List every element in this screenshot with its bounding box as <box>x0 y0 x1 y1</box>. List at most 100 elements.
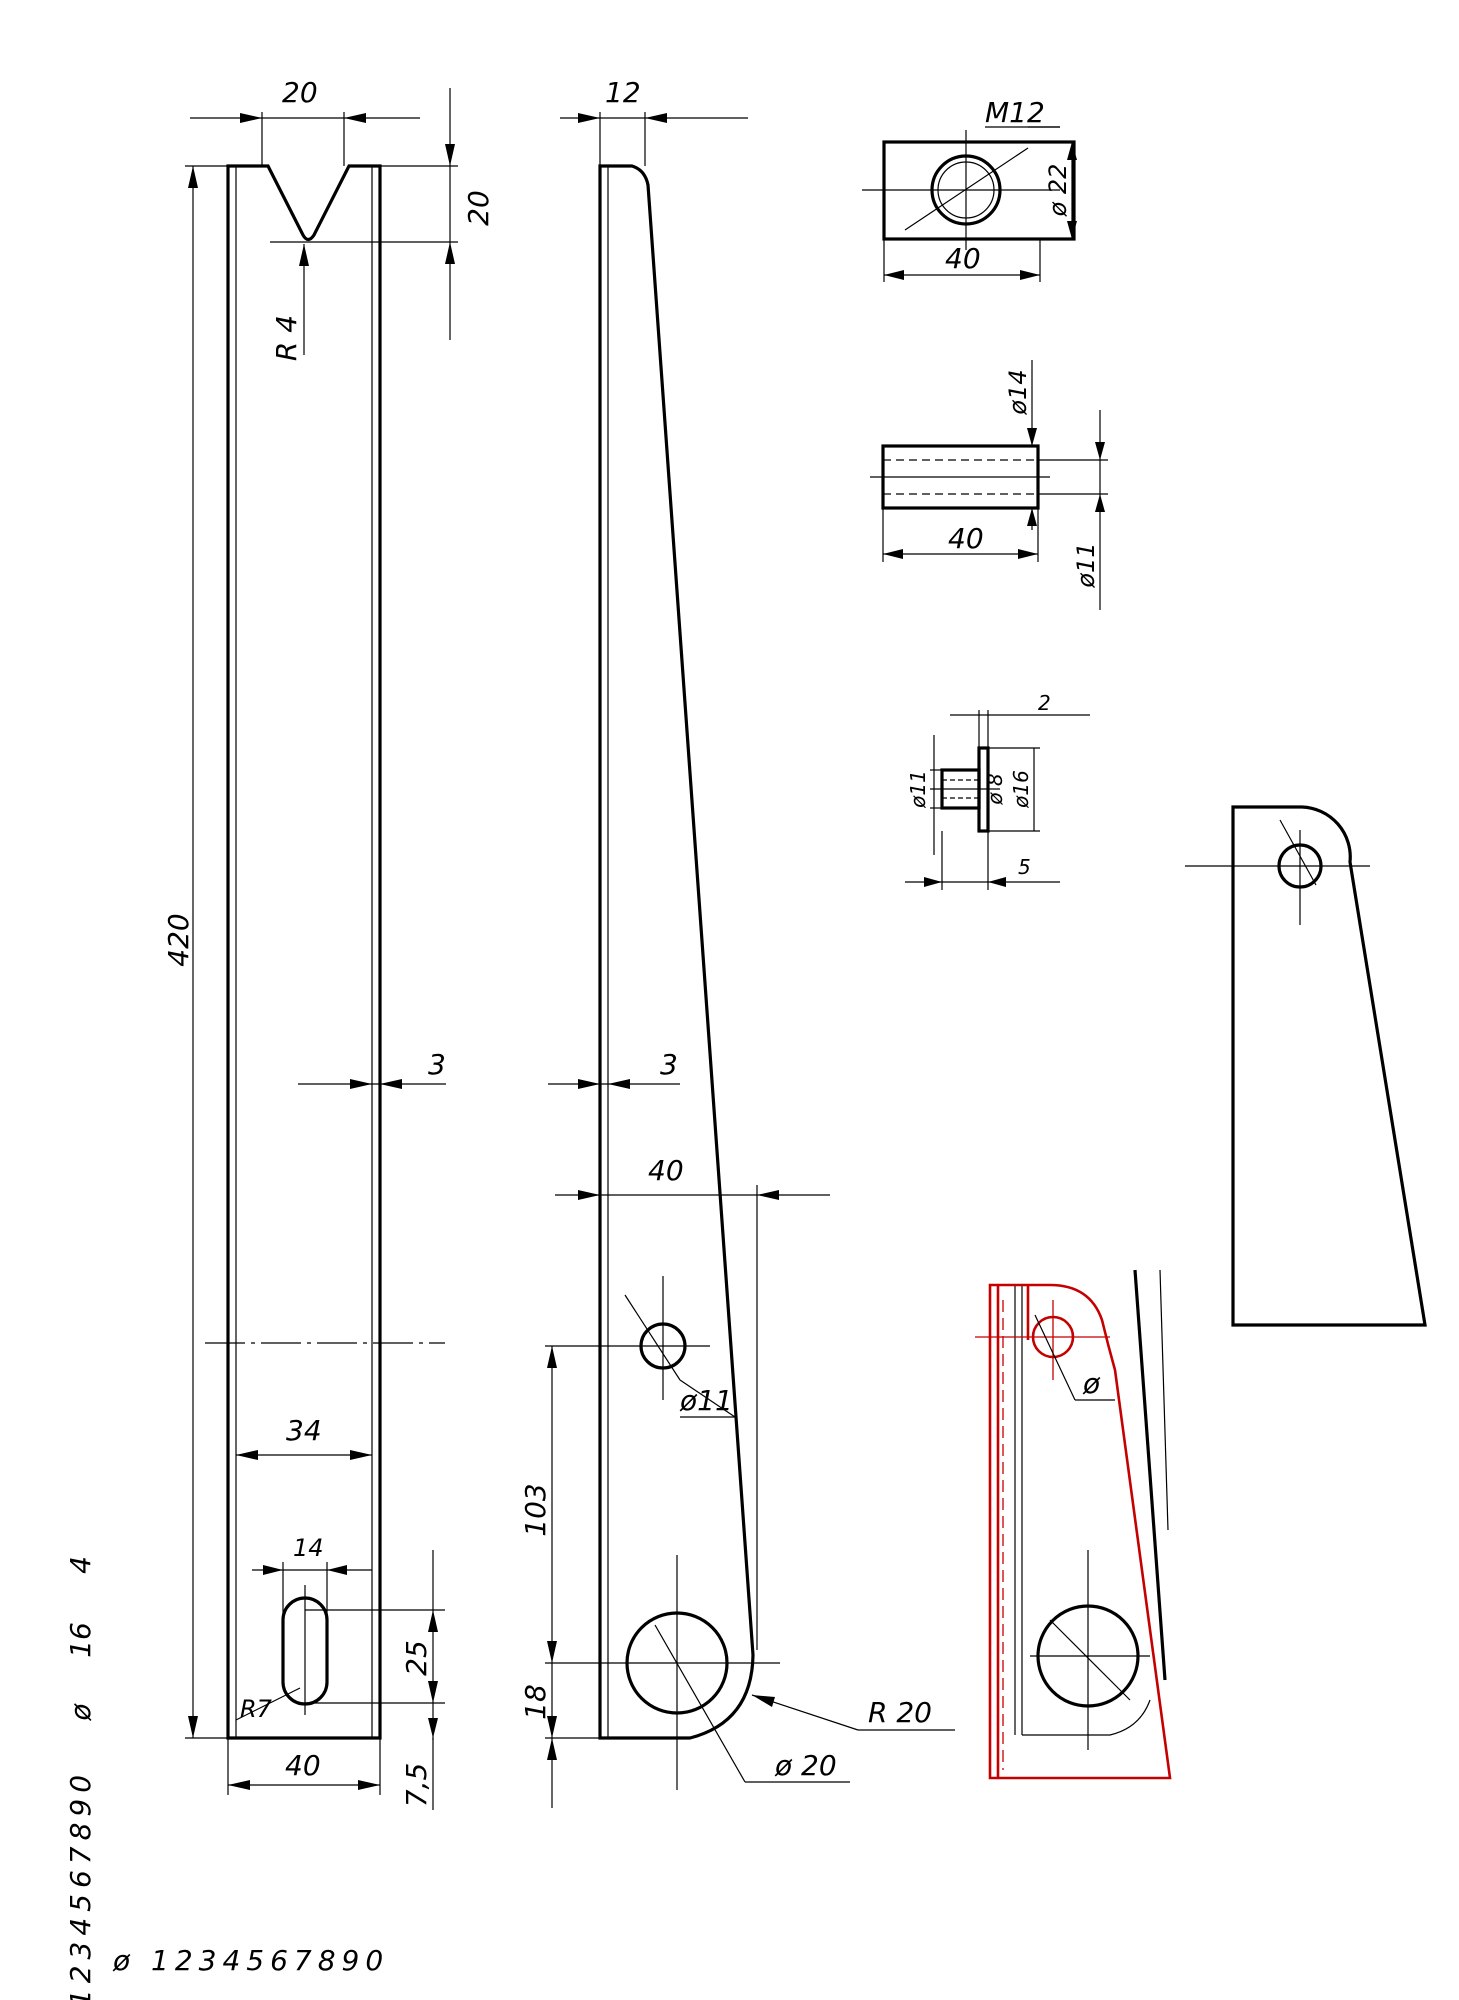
dim-washer-shaft-diameter: ø11 <box>906 770 930 809</box>
dim-front-notch-depth: 20 <box>462 190 495 226</box>
arrow <box>578 1079 600 1089</box>
dim-front-bottom-width: 40 <box>285 1749 321 1782</box>
font-samples: 4 16 ø 1234567890 ø 1234567890 <box>64 1556 389 2000</box>
partial-sketch <box>1014 1269 1169 1750</box>
dim-front-inner-width: 34 <box>286 1414 322 1447</box>
arrow <box>228 1780 250 1790</box>
dim-washer-bore-diameter: ø 8 <box>983 773 1007 805</box>
arrow <box>240 113 262 123</box>
font-sample-horizontal-digits: ø 1234567890 <box>112 1944 389 1977</box>
red-sketch-outline <box>988 1283 1172 1780</box>
leader-line <box>904 147 1029 231</box>
red-sketch: ø <box>975 1283 1172 1780</box>
arrow <box>752 1695 775 1707</box>
dim-washer-flange-diameter: ø16 <box>1009 770 1033 809</box>
arrow <box>350 1079 372 1089</box>
dim-front-slot-radius: R7 <box>240 1695 273 1723</box>
dim-side-top-width: 12 <box>605 76 641 109</box>
leader-line <box>1034 1314 1076 1401</box>
arrow <box>380 1079 402 1089</box>
washer-detail: 2 ø11 ø 8 ø16 5 <box>905 691 1090 890</box>
arrow <box>1020 270 1040 280</box>
arrow <box>428 1718 438 1738</box>
front-view: 20 20 R 4 420 3 34 14 <box>162 76 495 1810</box>
red-sketch-label: ø <box>1082 1367 1101 1400</box>
dim-nut-length: 40 <box>945 242 981 275</box>
arrow <box>578 1190 600 1200</box>
arrow <box>428 1681 438 1703</box>
dim-nut-outer-diameter: ø 22 <box>1044 164 1072 218</box>
dim-side-end-radius: R 20 <box>868 1696 932 1729</box>
dim-side-wall: 3 <box>660 1048 678 1081</box>
plate-outline <box>1231 805 1427 1327</box>
plate-sketch <box>1185 805 1427 1327</box>
dim-front-wall: 3 <box>428 1048 446 1081</box>
sketch-line <box>1133 1269 1167 1681</box>
leader-line <box>1279 819 1317 886</box>
front-view-outline <box>226 164 382 1740</box>
dim-tube-inner-diameter: ø11 <box>1072 542 1100 588</box>
font-sample-vertical-1: 4 <box>64 1556 97 1574</box>
dim-tube-outer-diameter: ø14 <box>1004 369 1032 415</box>
sketch-line <box>1022 1699 1151 1736</box>
font-sample-vertical-digits: 1234567890 <box>64 1769 97 2000</box>
arrow <box>236 1450 258 1460</box>
arrow <box>547 1641 557 1663</box>
dim-side-bore-diameter: ø 20 <box>774 1749 837 1782</box>
leader-line <box>624 1294 681 1381</box>
dim-front-slot-length: 25 <box>400 1640 433 1676</box>
arrow <box>188 1716 198 1738</box>
arrow <box>428 1610 438 1632</box>
dim-front-notch-radius: R 4 <box>270 315 303 361</box>
arrow <box>757 1190 779 1200</box>
tube-detail: ø14 ø11 40 <box>870 360 1108 610</box>
dim-washer-total-length: 5 <box>1018 855 1031 879</box>
side-view-outline <box>598 164 755 1740</box>
sketch-line <box>1159 1269 1169 1531</box>
dim-tube-length: 40 <box>948 522 984 555</box>
leader-line <box>679 1379 736 1418</box>
arrow <box>188 166 198 188</box>
font-sample-vertical-3: ø <box>64 1703 97 1722</box>
dim-side-hole-distance: 103 <box>519 1483 552 1536</box>
leader-line <box>235 1687 301 1721</box>
arrow <box>547 1346 557 1368</box>
arrow <box>578 113 600 123</box>
arrow <box>1067 221 1077 239</box>
side-view: 12 3 40 ø11 103 18 R 20 <box>519 76 955 1808</box>
arrow <box>1067 142 1077 160</box>
arrow <box>547 1738 557 1760</box>
arrow <box>344 113 366 123</box>
arrow <box>1095 442 1105 460</box>
arrow <box>1027 428 1037 446</box>
arrow <box>445 144 455 166</box>
arrow <box>547 1716 557 1738</box>
dim-front-slot-width: 14 <box>293 1534 324 1562</box>
dim-front-length: 420 <box>162 913 195 966</box>
dim-front-bottom-offset: 7,5 <box>400 1763 433 1808</box>
arrow <box>1095 494 1105 512</box>
arrow <box>1018 549 1038 559</box>
arrow <box>924 877 942 887</box>
arrow <box>299 244 309 266</box>
arrow <box>445 242 455 264</box>
arrow <box>1027 508 1037 526</box>
front-view-slot <box>281 1596 329 1706</box>
dim-side-hole-diameter: ø11 <box>679 1384 733 1417</box>
leader-line <box>1049 1619 1131 1701</box>
dim-washer-flange-thickness: 2 <box>1038 691 1051 715</box>
arrow <box>883 549 903 559</box>
arrow <box>263 1565 283 1575</box>
dim-side-hole-offset: 18 <box>519 1684 552 1720</box>
arrow <box>884 270 904 280</box>
arrow <box>988 877 1006 887</box>
arrow <box>608 1079 630 1089</box>
dim-side-base-width: 40 <box>648 1154 684 1187</box>
arrow <box>350 1450 372 1460</box>
arrow <box>645 113 667 123</box>
arrow <box>327 1565 347 1575</box>
nut-detail: M12 ø 22 40 <box>862 96 1077 282</box>
arrow <box>358 1780 380 1790</box>
